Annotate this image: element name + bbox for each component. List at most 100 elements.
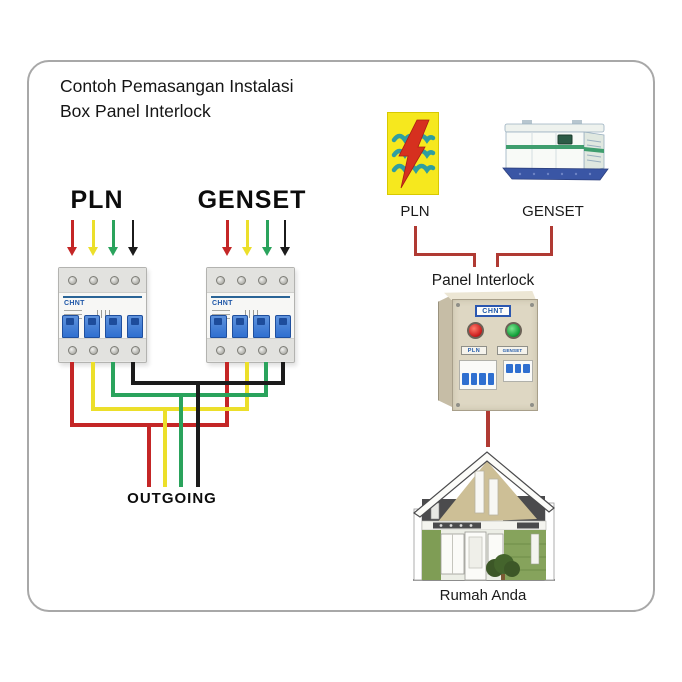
outgoing-label: OUTGOING bbox=[127, 490, 217, 507]
arrow-down-red-icon bbox=[67, 220, 77, 257]
toggle-icon bbox=[83, 315, 100, 338]
connector-genset-vertical bbox=[550, 226, 553, 256]
roof bbox=[412, 451, 555, 518]
screw-icon bbox=[456, 303, 460, 307]
toggle-icon bbox=[231, 315, 248, 338]
screw-icon bbox=[530, 303, 534, 307]
connector-pln-horizontal bbox=[414, 253, 476, 256]
arrow-down-green-icon bbox=[262, 220, 272, 257]
mcb-coil-mark bbox=[97, 310, 112, 318]
mcb-breaker-pln: CHNT bbox=[58, 267, 147, 363]
toggle-icon bbox=[105, 315, 122, 338]
genset-control-window bbox=[557, 134, 573, 145]
genset-icon bbox=[502, 120, 609, 181]
screw-icon bbox=[279, 346, 288, 355]
arrow-down-yellow-icon bbox=[88, 220, 98, 257]
screw-icon bbox=[131, 276, 140, 285]
wire-green-bus bbox=[111, 393, 268, 397]
wire-red-left bbox=[70, 362, 74, 427]
toggle-icon bbox=[253, 315, 270, 338]
connector-panel-to-house bbox=[486, 411, 490, 447]
arrow-down-black-icon bbox=[280, 220, 290, 257]
toggle-icon bbox=[62, 315, 79, 338]
house-label: Rumah Anda bbox=[439, 587, 527, 604]
screw-icon bbox=[110, 346, 119, 355]
genset-icon-label: GENSET bbox=[522, 203, 584, 220]
arrow-down-yellow-icon bbox=[242, 220, 252, 257]
wire-yellow-right bbox=[245, 362, 249, 411]
mcb-blue-stripe bbox=[63, 296, 142, 298]
wire-green-outgoing bbox=[179, 393, 183, 487]
wire-green-left bbox=[111, 362, 115, 397]
screw-icon bbox=[131, 346, 140, 355]
mcb-face: CHNT bbox=[59, 293, 146, 338]
arrow-down-red-icon bbox=[222, 220, 232, 257]
lightning-bolt-icon bbox=[398, 119, 430, 189]
panel-genset-plate: GENSET bbox=[497, 346, 528, 355]
mcb-coil-mark bbox=[245, 310, 260, 318]
panel-front-face: CHNT PLN GENSET bbox=[452, 299, 538, 411]
screw-icon bbox=[68, 276, 77, 285]
wire-yellow-bus bbox=[91, 407, 249, 411]
pln-icon-label: PLN bbox=[400, 203, 430, 220]
mcb-brand-label: CHNT bbox=[212, 300, 233, 307]
screw-icon bbox=[110, 276, 119, 285]
mcb-brand-label: CHNT bbox=[64, 300, 85, 307]
panel-interlock-label: Panel Interlock bbox=[431, 272, 535, 289]
panel-top-face bbox=[444, 291, 536, 300]
toggle-icon bbox=[210, 315, 227, 338]
title-line-1: Contoh Pemasangan Instalasi bbox=[60, 76, 294, 96]
arrow-down-green-icon bbox=[108, 220, 118, 257]
mcb-terminal-row bbox=[207, 268, 294, 293]
mcb-terminal-row bbox=[59, 268, 146, 293]
panel-brand-plate: CHNT bbox=[475, 305, 511, 317]
house-icon bbox=[412, 451, 555, 581]
wire-red-outgoing bbox=[147, 423, 151, 487]
wire-black-left bbox=[131, 362, 135, 385]
mcb-terminal-row bbox=[207, 338, 294, 361]
screw-icon bbox=[237, 346, 246, 355]
pln-source-label: PLN bbox=[70, 186, 124, 214]
toggle-icon bbox=[274, 315, 291, 338]
screw-icon bbox=[68, 346, 77, 355]
gable-wall bbox=[437, 461, 537, 523]
screw-icon bbox=[258, 276, 267, 285]
mcb-terminal-row bbox=[59, 338, 146, 361]
panel-interlock-box: CHNT PLN GENSET bbox=[438, 291, 538, 411]
pln-logo-icon bbox=[387, 112, 439, 195]
screw-icon bbox=[237, 276, 246, 285]
wire-yellow-outgoing bbox=[163, 407, 167, 487]
screw-icon bbox=[258, 346, 267, 355]
wire-yellow-left bbox=[91, 362, 95, 411]
connector-genset-horizontal bbox=[496, 253, 553, 256]
connector-pln-stub bbox=[473, 253, 476, 267]
wire-black-outgoing bbox=[196, 381, 200, 487]
page-title: Contoh Pemasangan Instalasi Box Panel In… bbox=[60, 74, 293, 124]
mcb-face: CHNT bbox=[207, 293, 294, 338]
mcb-toggle-switches bbox=[62, 315, 143, 338]
wire-green-right bbox=[264, 362, 268, 397]
mcb-breaker-genset: CHNT bbox=[206, 267, 295, 363]
screw-icon bbox=[216, 346, 225, 355]
tree-icon bbox=[486, 554, 520, 580]
wire-black-bus bbox=[131, 381, 285, 385]
screw-icon bbox=[89, 346, 98, 355]
title-line-2: Box Panel Interlock bbox=[60, 101, 211, 121]
toggle-icon bbox=[126, 315, 143, 338]
panel-side-face bbox=[438, 295, 452, 407]
wire-black-right bbox=[281, 362, 285, 385]
screw-icon bbox=[456, 403, 460, 407]
connector-pln-vertical bbox=[414, 226, 417, 256]
screw-icon bbox=[216, 276, 225, 285]
connector-genset-stub bbox=[496, 253, 499, 267]
mcb-toggle-switches bbox=[210, 315, 291, 338]
screw-icon bbox=[89, 276, 98, 285]
panel-pln-plate: PLN bbox=[461, 346, 487, 355]
panel-mcb-right bbox=[503, 360, 533, 382]
red-button-icon bbox=[467, 322, 484, 339]
screw-icon bbox=[530, 403, 534, 407]
arrow-down-black-icon bbox=[128, 220, 138, 257]
panel-mcb-left bbox=[459, 360, 497, 390]
green-button-icon bbox=[505, 322, 522, 339]
